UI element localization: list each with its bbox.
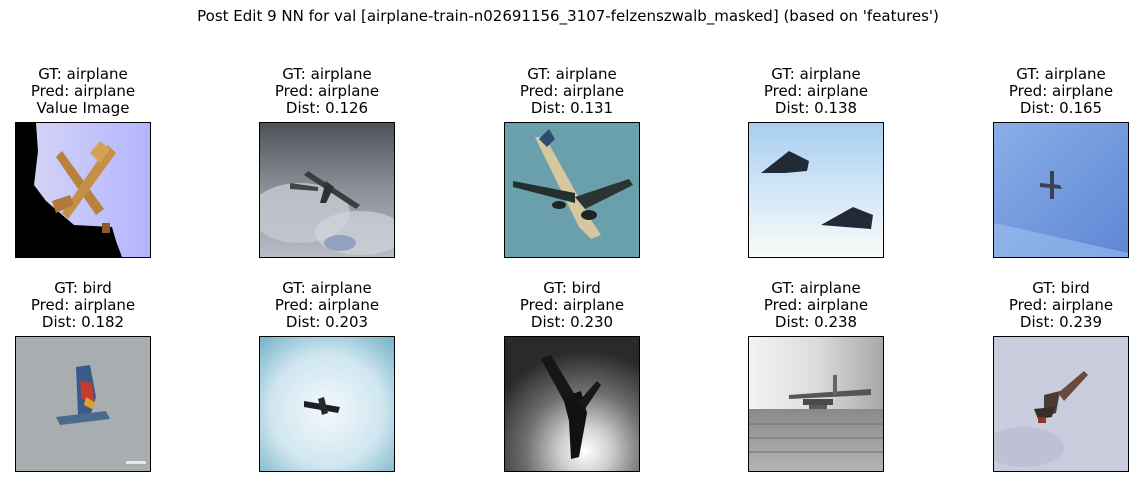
gt-label: GT: airplane	[282, 65, 372, 83]
pred-label: Pred: airplane	[1008, 82, 1114, 100]
parrot-flying-grey-image	[16, 337, 150, 471]
thumbnail-image	[259, 336, 395, 472]
thumbnail-image	[259, 122, 395, 258]
gt-label: GT: bird	[54, 279, 112, 297]
pred-label: Pred: airplane	[519, 296, 625, 314]
thumbnail-image	[748, 336, 884, 472]
distance-label: Dist: 0.239	[1019, 313, 1103, 331]
airliner-teal-sky-image	[505, 123, 639, 257]
distance-label: Dist: 0.238	[774, 313, 858, 331]
plane-bright-sky-image	[260, 337, 394, 471]
airplane-cloudy-sky-image	[260, 123, 394, 257]
small-plane-blue-sky-image	[994, 123, 1128, 257]
gt-label: GT: airplane	[771, 279, 861, 297]
distance-label: Dist: 0.203	[285, 313, 369, 331]
panel-caption: GT: airplane Pred: airplane Dist: 0.131	[464, 66, 680, 117]
gt-label: GT: airplane	[1016, 65, 1106, 83]
gt-label: GT: airplane	[771, 65, 861, 83]
gt-label: GT: bird	[1032, 279, 1090, 297]
panel-caption: GT: airplane Pred: airplane Dist: 0.203	[219, 280, 435, 331]
pred-label: Pred: airplane	[1008, 296, 1114, 314]
thumbnail-image	[504, 122, 640, 258]
distance-label: Dist: 0.131	[530, 99, 614, 117]
pred-label: Pred: airplane	[763, 82, 869, 100]
distance-label: Dist: 0.138	[774, 99, 858, 117]
pred-label: Pred: airplane	[274, 82, 380, 100]
bird-flying-pale-sky-image	[994, 337, 1128, 471]
pred-label: Pred: airplane	[763, 296, 869, 314]
panel-caption: GT: airplane Pred: airplane Dist: 0.138	[708, 66, 924, 117]
panel-caption: GT: bird Pred: airplane Dist: 0.239	[953, 280, 1136, 331]
gt-label: GT: airplane	[282, 279, 372, 297]
panel-caption: GT: bird Pred: airplane Dist: 0.230	[464, 280, 680, 331]
thumbnail-image	[748, 122, 884, 258]
distance-label: Dist: 0.165	[1019, 99, 1103, 117]
panel-caption: GT: airplane Pred: airplane Value Image	[0, 66, 191, 117]
figure-title: Post Edit 9 NN for val [airplane-train-n…	[197, 7, 939, 25]
gt-label: GT: bird	[543, 279, 601, 297]
bird-silhouette-sun-image	[505, 337, 639, 471]
thumbnail-image	[993, 336, 1129, 472]
pred-label: Pred: airplane	[30, 82, 136, 100]
pred-label: Pred: airplane	[274, 296, 380, 314]
panel-caption: GT: airplane Pred: airplane Dist: 0.238	[708, 280, 924, 331]
distance-label: Dist: 0.230	[530, 313, 614, 331]
two-jets-blue-sky-image	[749, 123, 883, 257]
thumbnail-image	[504, 336, 640, 472]
panel-caption: GT: airplane Pred: airplane Dist: 0.165	[953, 66, 1136, 117]
pred-label: Pred: airplane	[519, 82, 625, 100]
panel-caption: GT: bird Pred: airplane Dist: 0.182	[0, 280, 191, 331]
thumbnail-image	[993, 122, 1129, 258]
gt-label: GT: airplane	[38, 65, 128, 83]
thumbnail-image	[15, 122, 151, 258]
thumbnail-image	[15, 336, 151, 472]
distance-label: Dist: 0.182	[41, 313, 125, 331]
distance-label: Dist: 0.126	[285, 99, 369, 117]
grayscale-seaplane-image	[749, 337, 883, 471]
masked-airplane-image	[16, 123, 150, 257]
value-image-label: Value Image	[36, 99, 130, 117]
pred-label: Pred: airplane	[30, 296, 136, 314]
panel-caption: GT: airplane Pred: airplane Dist: 0.126	[219, 66, 435, 117]
gt-label: GT: airplane	[527, 65, 617, 83]
